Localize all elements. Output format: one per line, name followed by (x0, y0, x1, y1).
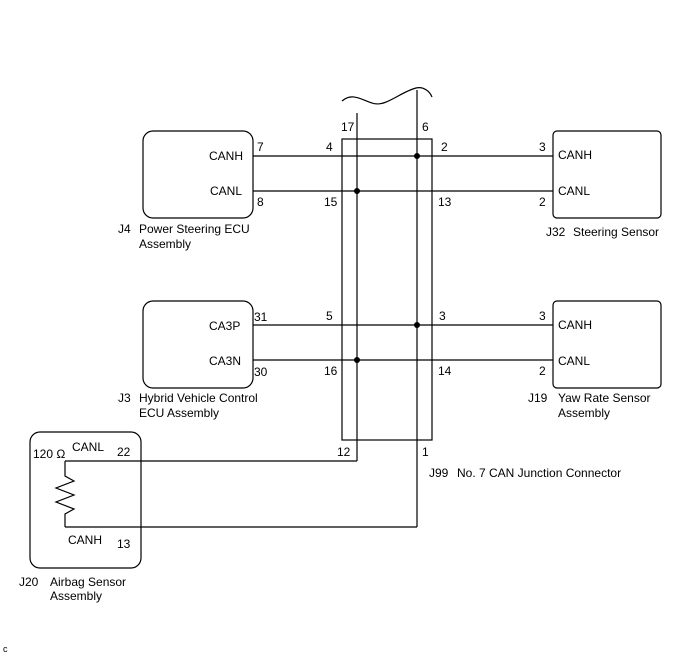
hybrid-ecu-name-line1: Hybrid Vehicle Control (139, 391, 258, 405)
airbag-sensor-name-line1: Airbag Sensor (50, 575, 126, 589)
airbag-sensor-code: J20 (19, 575, 39, 589)
hybrid-ecu-ca3p-label: CA3P (209, 319, 240, 333)
airbag-sensor-canh-label: CANH (68, 533, 102, 547)
splice-canl-1 (354, 188, 360, 194)
steering-sensor-box (552, 130, 662, 219)
yaw-rate-sensor-box (552, 300, 662, 389)
steering-sensor-pin-2: 2 (539, 195, 546, 209)
junction-pin-14: 14 (438, 364, 452, 378)
steering-sensor-canl-label: CANL (558, 184, 590, 198)
junction-pin-1: 1 (422, 445, 429, 459)
splice-canh-2 (414, 322, 420, 328)
junction-code: J99 (429, 466, 449, 480)
power-steering-ecu-code: J4 (118, 222, 131, 236)
junction-pin-4: 4 (326, 140, 333, 154)
airbag-sensor-pin-13: 13 (117, 537, 131, 551)
corner-mark: c (3, 644, 8, 654)
junction-pin-13: 13 (438, 195, 452, 209)
power-steering-ecu-pin-8: 8 (257, 195, 264, 209)
junction-pin-3: 3 (439, 309, 446, 323)
yaw-rate-sensor-canh-label: CANH (558, 318, 592, 332)
yaw-rate-sensor-name-line2: Assembly (558, 406, 610, 420)
yaw-rate-sensor-pin-2: 2 (539, 364, 546, 378)
steering-sensor-name: Steering Sensor (573, 225, 659, 239)
junction-pin-15: 15 (324, 195, 338, 209)
airbag-sensor-name-line2: Assembly (50, 589, 102, 603)
junction-pin-12: 12 (337, 445, 351, 459)
airbag-sensor-pin-22: 22 (117, 445, 131, 459)
airbag-sensor-resistor-value: 120 Ω (33, 447, 65, 461)
hybrid-ecu-ca3n-label: CA3N (209, 354, 241, 368)
power-steering-ecu-canl-label: CANL (210, 184, 242, 198)
junction-pin-5: 5 (326, 309, 333, 323)
hybrid-ecu-pin-30: 30 (254, 365, 268, 379)
junction-pin-17: 17 (341, 120, 355, 134)
splice-canh-1 (414, 153, 420, 159)
steering-sensor-pin-3: 3 (539, 140, 546, 154)
hybrid-ecu-name-line2: ECU Assembly (139, 406, 219, 420)
wire-break-symbol (341, 87, 433, 105)
yaw-rate-sensor-pin-3: 3 (539, 309, 546, 323)
power-steering-ecu-name-line1: Power Steering ECU (139, 222, 250, 236)
power-steering-ecu-name-line2: Assembly (139, 237, 191, 251)
hybrid-ecu-code: J3 (118, 391, 131, 405)
termination-resistor (54, 461, 76, 527)
yaw-rate-sensor-canl-label: CANL (558, 354, 590, 368)
power-steering-ecu-canh-label: CANH (209, 149, 243, 163)
yaw-rate-sensor-name-line1: Yaw Rate Sensor (558, 391, 651, 405)
steering-sensor-code: J32 (546, 225, 566, 239)
junction-pin-16: 16 (324, 364, 338, 378)
hybrid-ecu-pin-31: 31 (254, 310, 268, 324)
airbag-sensor-box (29, 431, 142, 569)
junction-connector-box (341, 138, 433, 441)
junction-pin-2: 2 (441, 140, 448, 154)
airbag-sensor-canl-label: CANL (72, 440, 104, 454)
power-steering-ecu-box (142, 130, 254, 219)
power-steering-ecu-pin-7: 7 (257, 140, 264, 154)
splice-canl-2 (354, 357, 360, 363)
hybrid-ecu-box (142, 300, 254, 389)
junction-pin-6: 6 (422, 120, 429, 134)
steering-sensor-canh-label: CANH (558, 148, 592, 162)
yaw-rate-sensor-code: J19 (528, 391, 548, 405)
junction-name: No. 7 CAN Junction Connector (457, 466, 621, 480)
